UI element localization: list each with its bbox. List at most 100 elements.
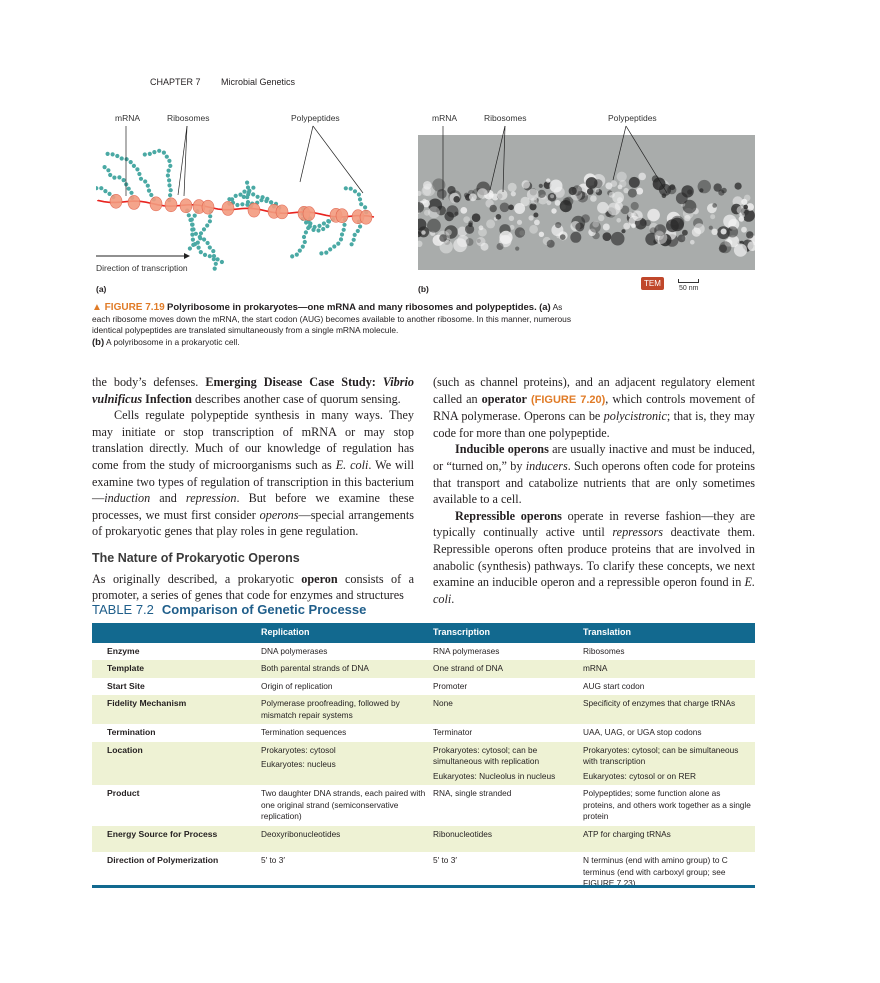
micrograph-particle (726, 226, 739, 238)
micrograph-particle (570, 231, 582, 243)
body-left-column: the body’s defenses. Emerging Disease Ca… (92, 374, 414, 604)
micrograph-particle (537, 189, 546, 198)
micrograph-particle (422, 199, 430, 208)
figure-number: ▲ FIGURE 7.19 (92, 302, 165, 313)
table-cell: DNA polymerases (261, 643, 433, 661)
table-cell: None (433, 695, 583, 724)
bold-term: Repressible operons (455, 508, 562, 523)
panel-b-label: (b) (418, 284, 429, 294)
text-run: ; that is, they may code for more than o… (433, 409, 755, 440)
figure-reference[interactable]: (FIGURE 7.20) (530, 393, 606, 406)
micrograph-particle (543, 181, 552, 189)
text-run: . We will examine two types of regulatio… (92, 457, 414, 506)
amino-acid-bead (326, 219, 331, 224)
cell-text: 5′ to 3′ (433, 855, 457, 865)
text-run: the body’s defenses. (92, 375, 206, 389)
micrograph-particle (453, 238, 467, 253)
micrograph-particle (628, 211, 634, 218)
micrograph-particle (636, 187, 644, 195)
text-run: As originally described, a prokaryotic (92, 571, 302, 586)
ribosome (335, 208, 349, 224)
amino-acid-bead (264, 198, 269, 204)
micrograph-particle (699, 188, 704, 193)
ribosome (247, 202, 261, 218)
micrograph-particle (529, 203, 537, 211)
amino-acid-bead (251, 192, 256, 197)
micrograph-particle (447, 186, 456, 195)
amino-acid-bead (117, 175, 122, 180)
micrograph-particle (496, 243, 504, 250)
micrograph-particle (465, 238, 474, 246)
ribosome (109, 193, 123, 209)
amino-acid-bead (356, 192, 361, 197)
micrograph-particle (653, 239, 659, 245)
bold-term: Infection (142, 391, 192, 406)
micrograph-particle (627, 188, 637, 198)
amino-acid-bead (193, 231, 198, 236)
amino-acid-bead (110, 152, 115, 157)
micrograph-particle (478, 225, 484, 231)
micrograph-particle (547, 192, 557, 202)
amino-acid-bead (348, 186, 353, 191)
micrograph-particle (649, 227, 657, 235)
direction-label: Direction of transcription (96, 263, 188, 273)
amino-acid-bead (238, 192, 243, 197)
amino-acid-bead (124, 157, 129, 162)
micrograph-particle (476, 237, 486, 247)
micrograph-particle (713, 183, 722, 192)
micrograph-particle (669, 184, 676, 191)
amino-acid-bead (137, 171, 142, 177)
row-label: Template (92, 660, 261, 678)
header-blank (92, 623, 261, 643)
amino-acid-bead (235, 202, 240, 208)
amino-acid-bead (121, 178, 126, 183)
figure-title: Polyribosome in prokaryotes—one mRNA and… (167, 302, 537, 313)
amino-acid-bead (142, 152, 147, 157)
amino-acid-bead (149, 192, 154, 198)
cell-text: AUG start codon (583, 680, 645, 691)
amino-acid-bead (324, 250, 329, 255)
amino-acid-bead (190, 232, 195, 237)
italic-term: repression (185, 491, 237, 506)
micrograph-particle (602, 232, 612, 241)
micrograph-particle (747, 241, 755, 251)
figure-caption: ▲ FIGURE 7.19 Polyribosome in prokaryote… (92, 302, 572, 348)
cell-text: Origin of replication (261, 680, 333, 691)
micrograph-particle (533, 212, 539, 218)
amino-acid-bead (359, 202, 364, 207)
micrograph-particle (477, 188, 488, 199)
micrograph-particle (496, 189, 508, 201)
cell-text: Specificity of enzymes that charge tRNAs (583, 698, 736, 708)
table-cell: AUG start codon (583, 678, 755, 696)
amino-acid-bead (301, 234, 307, 240)
amino-acid-bead (164, 154, 169, 159)
row-label: Start Site (107, 680, 145, 691)
amino-acid-bead (219, 259, 224, 265)
micrograph-particle (743, 204, 748, 210)
amino-acid-bead (351, 237, 356, 242)
micrograph-particle (585, 177, 598, 189)
micrograph-particle (444, 225, 458, 239)
amino-acid-bead (227, 197, 232, 202)
micrograph-particle (741, 198, 748, 205)
micrograph-particle (520, 196, 530, 207)
caption-b-marker: (b) (92, 336, 105, 348)
cell-text: None (433, 698, 453, 708)
amino-acid-bead (138, 176, 144, 181)
micrograph-particle (444, 211, 454, 222)
cell-text: One strand of DNA (433, 663, 504, 673)
micrograph-particle (546, 200, 552, 206)
row-label: Termination (107, 727, 156, 737)
micrograph-particle (684, 214, 691, 222)
amino-acid-bead (207, 245, 212, 250)
cell-text: Termination sequences (261, 727, 347, 737)
cell-text: Prokaryotes: cytosol (261, 744, 336, 755)
cell-text: Polymerase proofreading, followed by mis… (261, 698, 400, 720)
header-transcription: Transcription (433, 623, 583, 643)
amino-acid-bead (192, 213, 197, 218)
micrograph-particle (594, 188, 600, 193)
amino-acid-bead (167, 178, 172, 183)
caption-a-marker: (a) (539, 302, 551, 313)
micrograph-particle (571, 185, 583, 196)
